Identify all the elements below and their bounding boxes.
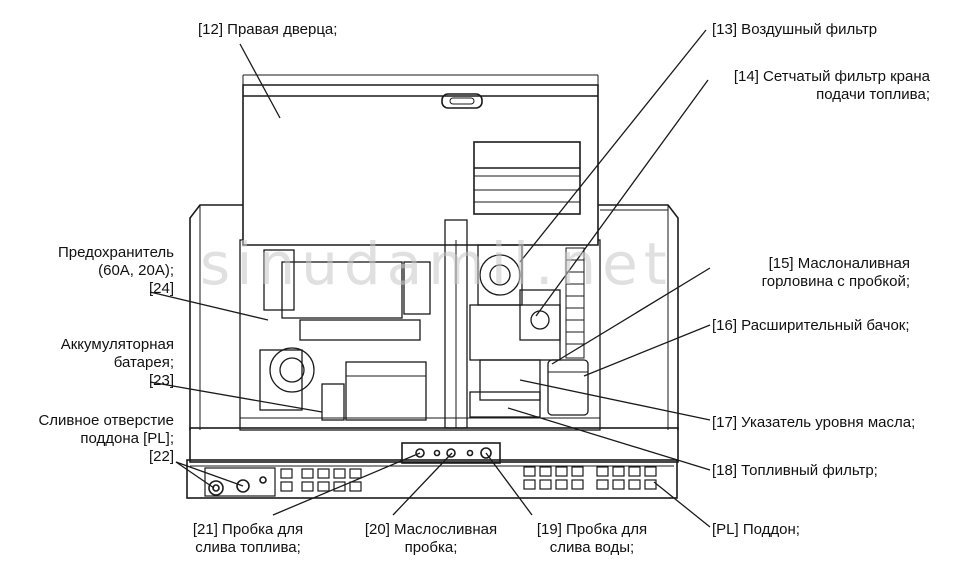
battery [321, 361, 427, 421]
leader-pl [653, 481, 711, 528]
leader-12 [239, 43, 281, 119]
label-pl-pan: [PL] Поддон; [712, 521, 800, 538]
label-15-oil-filler: [15] Маслоналивная горловина с пробкой; [761, 255, 910, 290]
leader-24 [149, 291, 269, 321]
label-21-fuel-drain-plug: [21] Пробка для слива топлива; [192, 521, 304, 556]
expansion-tank [547, 359, 589, 416]
leader-13 [519, 29, 707, 263]
leader-18 [507, 407, 711, 471]
base-pan [186, 459, 678, 499]
vent-grille-left [280, 468, 362, 492]
label-16-expansion-tank: [16] Расширительный бачок; [712, 317, 910, 334]
watermark: sinudamil.net [200, 230, 673, 298]
alternator [259, 347, 315, 411]
label-18-fuel-filter: [18] Топливный фильтр; [712, 462, 878, 479]
leader-22b [175, 461, 244, 487]
engine-block [469, 289, 561, 418]
radiator-fins [565, 247, 585, 359]
leader-20 [392, 452, 453, 516]
lower-panel [189, 427, 679, 497]
leader-21 [272, 452, 421, 516]
label-12-right-door: [12] Правая дверца; [198, 21, 338, 38]
leader-23 [149, 381, 323, 413]
leader-17 [519, 379, 711, 421]
label-23-battery: Аккумуляторная батарея; [23] [60, 336, 174, 389]
label-17-oil-dipstick: [17] Указатель уровня масла; [712, 414, 916, 431]
leader-22a [175, 461, 215, 489]
label-24-fuse: Предохранитель (60А, 20А); [24] [57, 244, 174, 297]
label-19-water-drain-plug: [19] Пробка для слива воды; [536, 521, 648, 556]
right-door [242, 74, 599, 246]
door-vent [473, 141, 581, 215]
leader-16 [583, 324, 711, 377]
label-14-fuel-strainer: [14] Сетчатый фильтр крана подачи топлив… [733, 68, 930, 103]
leader-19 [485, 452, 533, 516]
label-20-oil-drain-plug: [20] Маслосливная пробка; [364, 521, 498, 556]
leader-lines [149, 29, 711, 528]
label-22-pan-drain: Сливное отверстие поддона [PL]; [22] [38, 412, 174, 465]
label-13-air-filter: [13] Воздушный фильтр [712, 21, 878, 38]
leader-14 [535, 79, 709, 317]
drain-plate [401, 442, 501, 464]
leader-15 [551, 267, 711, 365]
vent-grille-right [523, 466, 657, 490]
